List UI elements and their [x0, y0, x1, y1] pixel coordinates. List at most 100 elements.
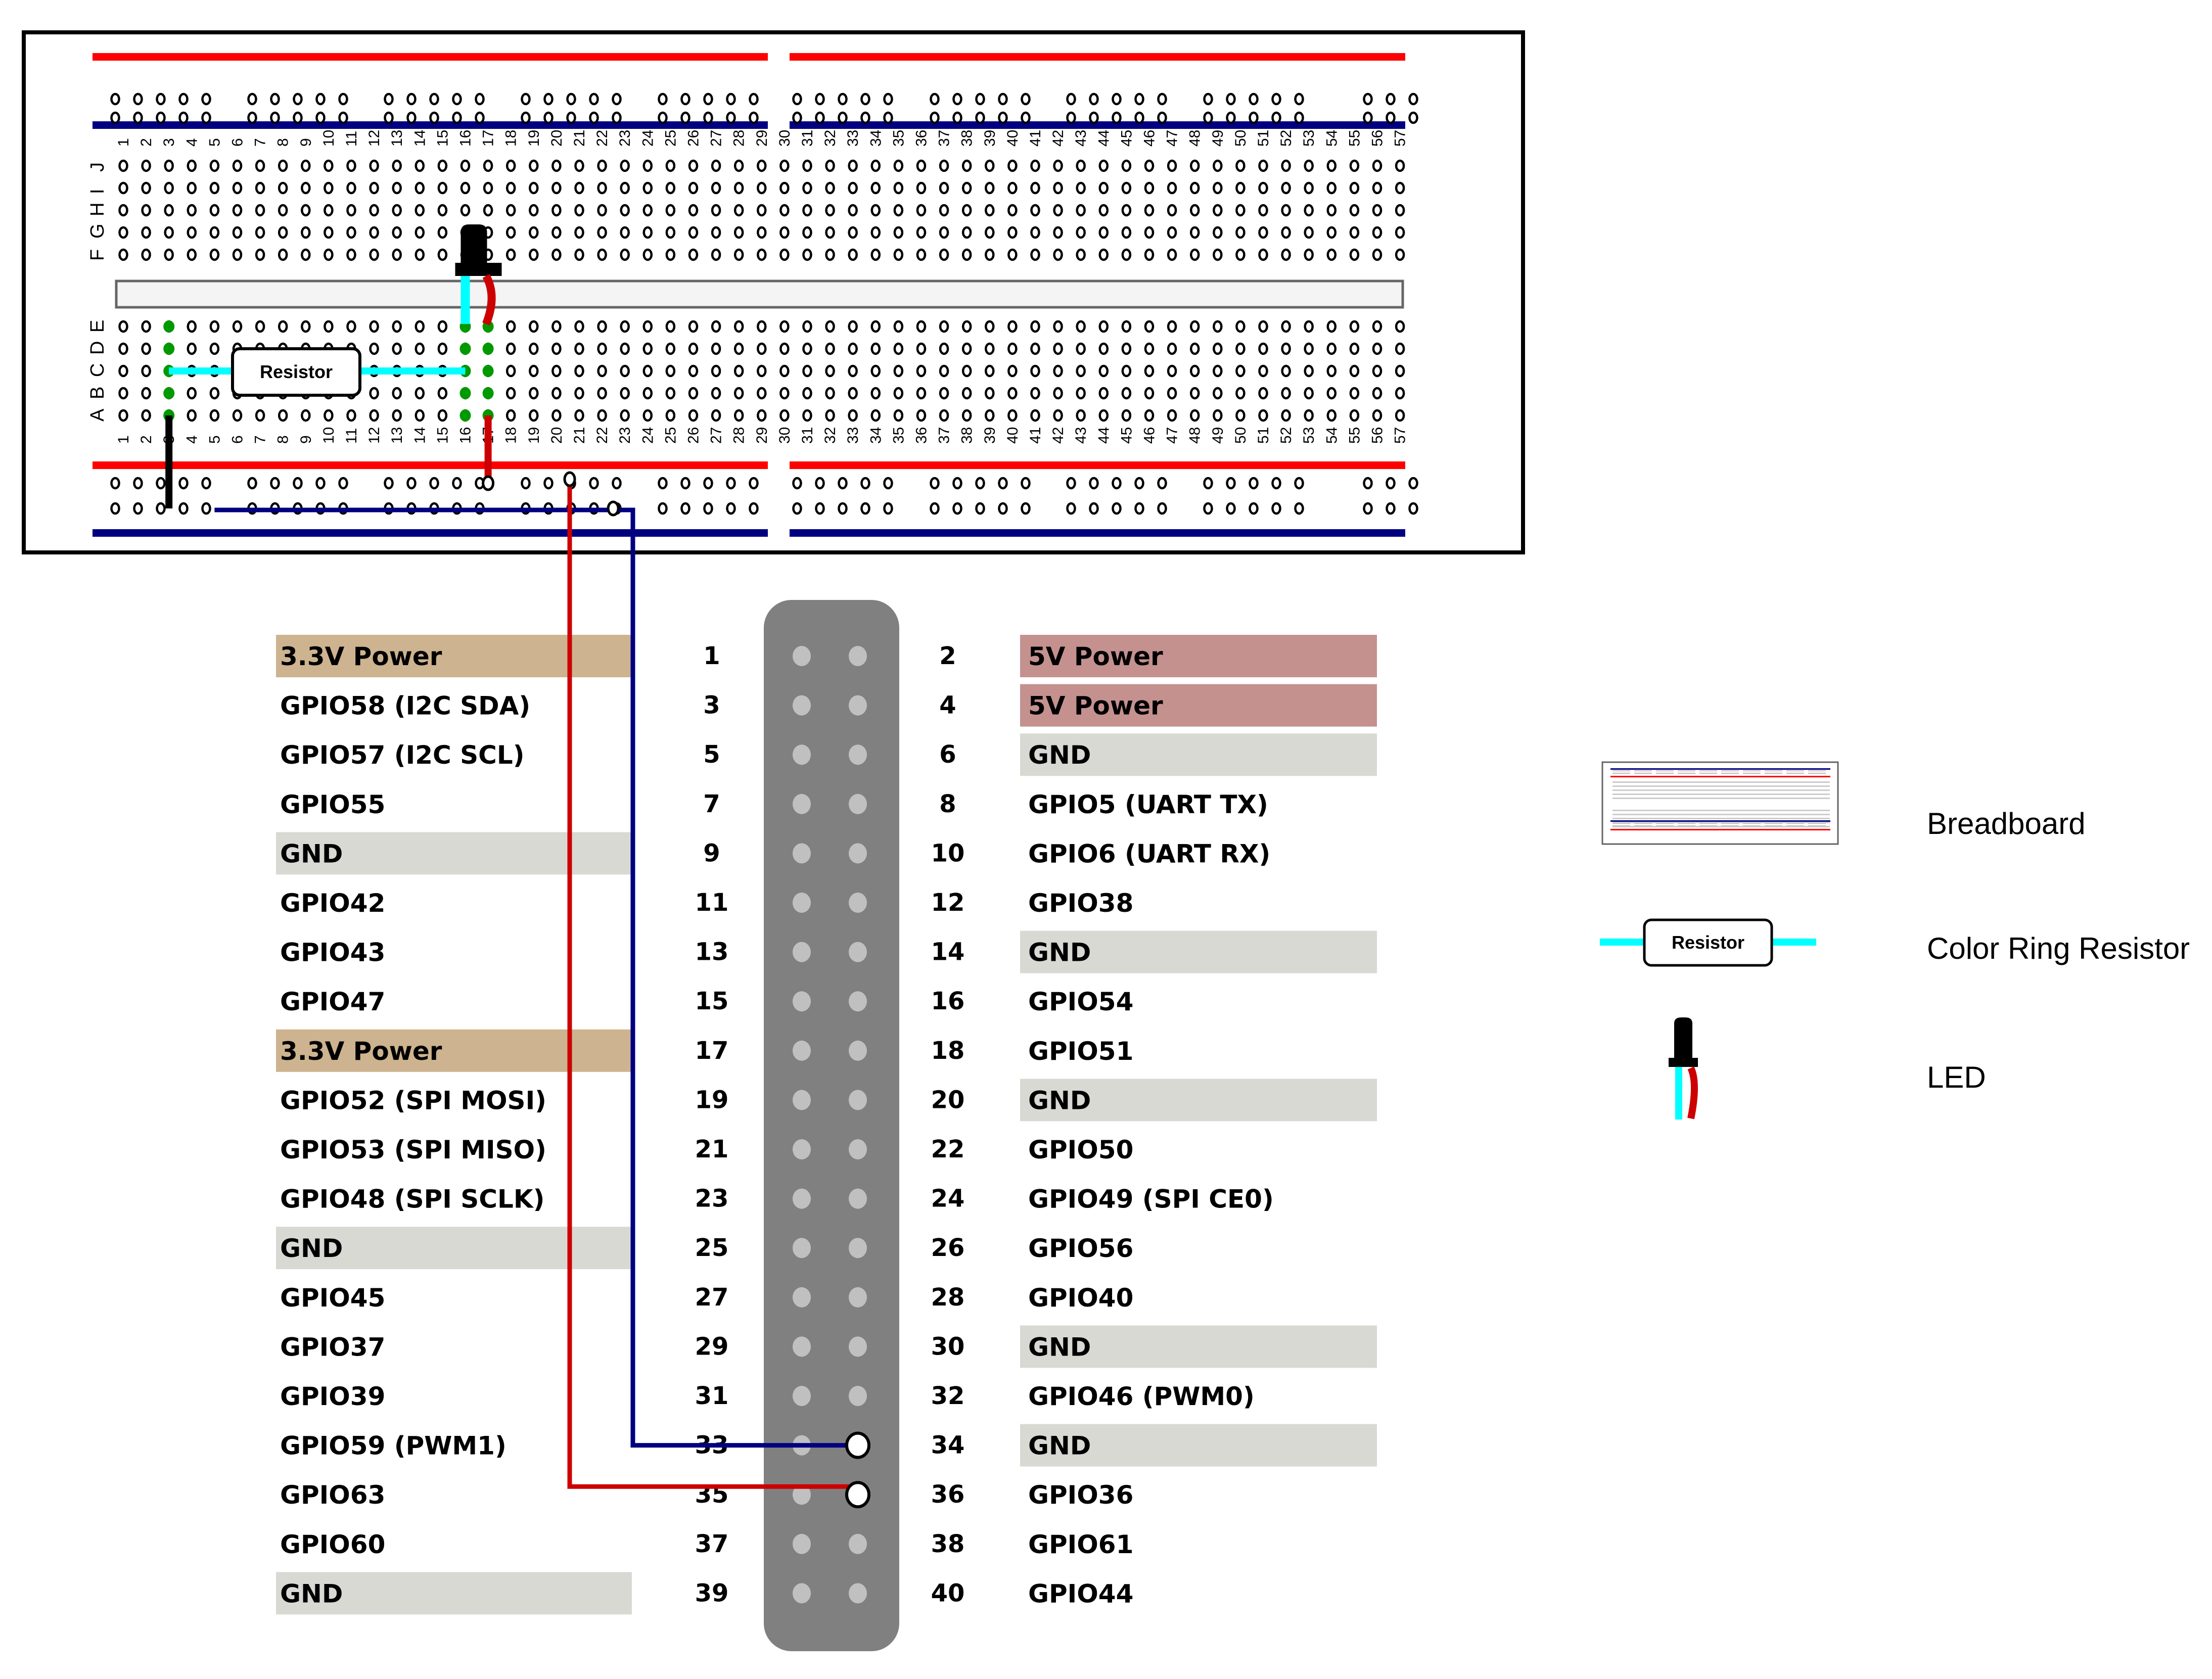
breadboard-hole [209, 387, 220, 400]
breadboard-hole [597, 204, 607, 217]
led-body [460, 224, 487, 270]
breadboard-hole [975, 477, 985, 490]
breadboard-hole [452, 111, 462, 124]
column-number: 10 [320, 427, 337, 444]
pin-label: GPIO58 (I2C SDA) [280, 691, 530, 721]
breadboard-hole [324, 204, 334, 217]
breadboard-hole [1021, 477, 1031, 490]
header-pin [849, 1583, 867, 1604]
breadboard-hole [597, 409, 607, 422]
pin-number: 37 [695, 1530, 729, 1558]
column-number: 1 [115, 435, 132, 444]
column-number: 24 [639, 130, 656, 147]
breadboard-hole [597, 159, 607, 172]
breadboard-hole [642, 409, 653, 422]
breadboard-hole [1089, 111, 1099, 124]
breadboard-hole [1167, 364, 1177, 378]
pin-number: 8 [939, 790, 956, 818]
breadboard-hole [975, 502, 985, 515]
breadboard-hole [301, 181, 311, 195]
pin-number: 28 [931, 1283, 965, 1312]
breadboard-hole [118, 342, 128, 355]
resistor-icon: Resistor [1600, 918, 1816, 967]
breadboard-hole [437, 342, 448, 355]
breadboard-hole [1076, 320, 1086, 333]
breadboard-hole [118, 409, 128, 422]
wire-endpoint [563, 471, 576, 487]
breadboard-hole [574, 320, 584, 333]
header-pin-row: GPIO6 (UART RX)10 [849, 839, 1270, 868]
breadboard-hole [1226, 111, 1236, 124]
breadboard-hole [825, 181, 835, 195]
breadboard-hole [825, 387, 835, 400]
pin-number: 39 [695, 1579, 729, 1607]
column-number: 47 [1164, 427, 1181, 444]
breadboard-hole [779, 409, 790, 422]
breadboard-hole [1304, 364, 1314, 378]
breadboard-hole [1066, 477, 1076, 490]
breadboard-hole [1167, 204, 1177, 217]
breadboard-hole [998, 92, 1008, 106]
breadboard-hole [232, 409, 243, 422]
column-number: 33 [845, 427, 861, 444]
breadboard-hole [792, 477, 802, 490]
breadboard-hole [802, 159, 812, 172]
breadboard-hole [1030, 248, 1040, 261]
breadboard-hole [1304, 181, 1314, 195]
pin-label: GPIO40 [1028, 1283, 1133, 1313]
column-number: 21 [571, 130, 588, 147]
breadboard-hole [452, 92, 462, 106]
breadboard-hole [338, 477, 348, 490]
breadboard-hole [757, 204, 767, 217]
breadboard-hole [589, 111, 599, 124]
breadboard-hole [848, 320, 858, 333]
breadboard-hole [985, 320, 995, 333]
breadboard-hole [1363, 92, 1373, 106]
breadboard-hole [1189, 364, 1200, 378]
breadboard-hole [118, 181, 128, 195]
breadboard-hole [460, 159, 471, 172]
column-number: 55 [1346, 130, 1363, 147]
breadboard-hole [505, 364, 516, 378]
pin-label: GND [1028, 1431, 1091, 1461]
breadboard-hole [848, 204, 858, 217]
breadboard-hole [1144, 226, 1155, 239]
breadboard-hole [870, 320, 881, 333]
breadboard-hole [369, 204, 379, 217]
breadboard: 1122334455667788991010111112121313141415… [22, 30, 1525, 554]
breadboard-hole [338, 111, 348, 124]
pin-number: 9 [703, 839, 720, 867]
breadboard-hole [620, 387, 630, 400]
breadboard-hole [642, 320, 653, 333]
breadboard-labels: 1122334455667788991010111112121313141415… [87, 130, 1409, 444]
header-pin [793, 942, 811, 962]
breadboard-hole [1395, 320, 1405, 333]
breadboard-hole [574, 409, 584, 422]
breadboard-hole [916, 226, 927, 239]
header-pin [849, 744, 867, 765]
breadboard-hole [1326, 387, 1337, 400]
breadboard-hole [414, 409, 425, 422]
column-number: 12 [366, 130, 383, 147]
breadboard-hole [1007, 387, 1018, 400]
breadboard-hole [475, 92, 485, 106]
breadboard-hole [551, 204, 562, 217]
breadboard-hole [574, 181, 584, 195]
breadboard-hole [1281, 181, 1291, 195]
pin-label: GPIO55 [280, 790, 385, 819]
breadboard-hole [749, 92, 759, 106]
breadboard-hole [1007, 320, 1018, 333]
thumb-hole-row [1656, 770, 1674, 771]
power-rail-line [790, 121, 1405, 129]
breadboard-hole [110, 92, 120, 106]
column-number: 24 [639, 427, 656, 444]
breadboard-hole [187, 409, 197, 422]
pin-number: 13 [695, 938, 729, 966]
breadboard-hole [429, 477, 439, 490]
breadboard-hole [1271, 92, 1281, 106]
breadboard-hole [141, 204, 151, 217]
breadboard-hole [939, 364, 949, 378]
